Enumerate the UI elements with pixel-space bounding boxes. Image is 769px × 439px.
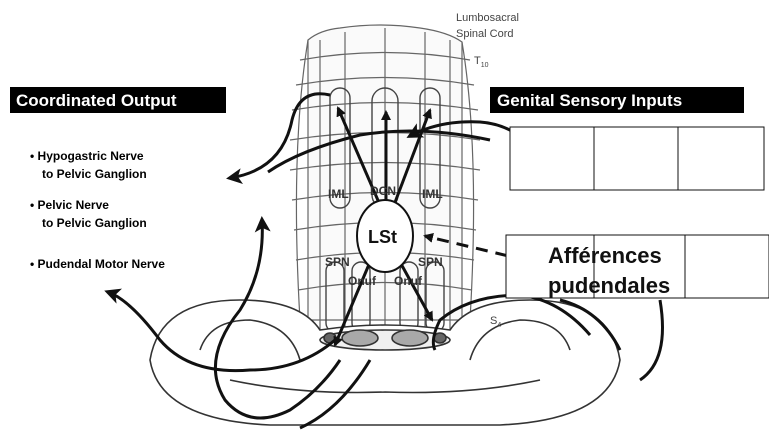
t10-label: T10 — [474, 55, 489, 69]
onuf-right-shape — [392, 330, 428, 346]
onuf-left-label: Onuf — [348, 274, 377, 288]
right-title: Genital Sensory Inputs — [497, 91, 682, 110]
spn-right-label: SPN — [418, 255, 443, 269]
output-item-2-line2: to Pelvic Ganglion — [42, 216, 147, 230]
spn-left-label: SPN — [325, 255, 350, 269]
pudendal-afferents-line2: pudendales — [548, 273, 670, 298]
onuf-left-shape — [342, 330, 378, 346]
pudendal-afferents-line1: Afférences — [548, 243, 662, 268]
output-item-3-line1: • Pudendal Motor Nerve — [30, 257, 165, 271]
output-item-1-line2: to Pelvic Ganglion — [42, 167, 147, 181]
iml-right-label: IML — [422, 187, 443, 201]
left-title: Coordinated Output — [16, 91, 177, 110]
cord-label-line1: Lumbosacral — [456, 12, 519, 24]
output-item-2-line1: • Pelvic Nerve — [30, 198, 109, 212]
cord-label-line2: Spinal Cord — [456, 28, 513, 40]
lst-label: LSt — [368, 227, 397, 247]
onuf-right-label: Onuf — [394, 274, 423, 288]
iml-left-label: IML — [328, 187, 349, 201]
output-item-1-line1: • Hypogastric Nerve — [30, 149, 144, 163]
dcn-label: DCN — [370, 184, 396, 198]
